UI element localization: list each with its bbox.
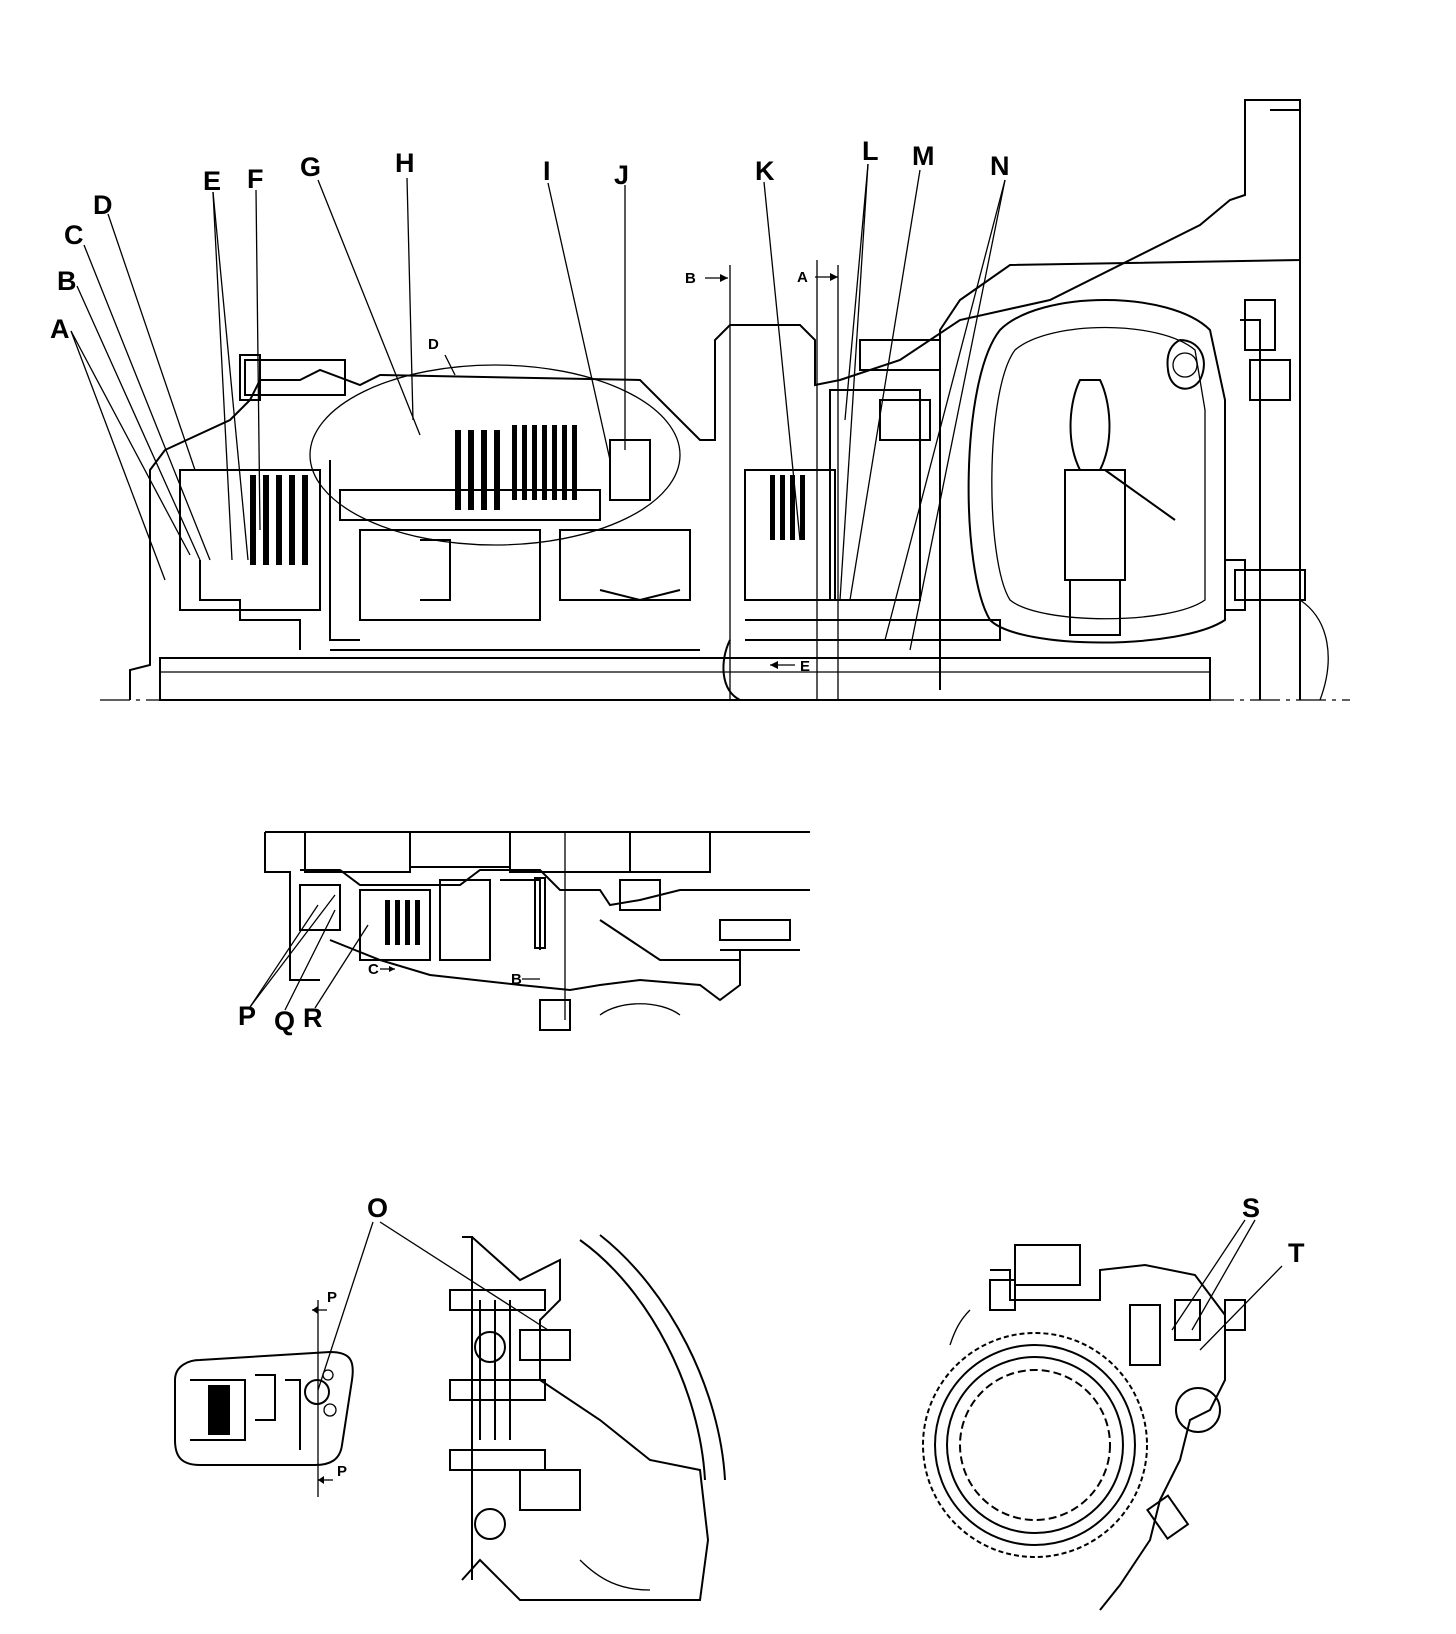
main-shaft [159,657,1211,701]
callout-r: R [303,1003,323,1033]
section-p-bottom-label: P [337,1463,347,1480]
bottom-right-detail [922,1219,1283,1611]
right-clutch-housing [744,469,836,601]
valve-plate [174,1350,354,1466]
callout-s: S [1242,1193,1260,1223]
section-p-top-label: P [327,1289,337,1306]
left-clutch-housing [179,469,321,611]
center-clutch-plates [455,425,577,510]
callout-a: A [50,314,70,344]
callout-t: T [1288,1238,1305,1268]
callout-c: C [64,220,84,250]
bottom-left-detail [174,1221,726,1601]
callout-o: O [367,1193,388,1223]
callout-b: B [57,266,77,296]
callout-j: J [614,160,629,190]
callout-p: P [238,1001,256,1031]
callout-q: Q [274,1006,295,1036]
left-clutch-plates [250,475,308,565]
main-leader-lines [70,163,1006,669]
callout-d: D [93,190,113,220]
section-c-label: C [368,961,379,978]
section-b-mid-label: B [511,971,522,988]
middle-callouts: P Q R C B [238,961,522,1036]
callout-g: G [300,152,321,182]
callout-n: N [990,151,1010,181]
bottom-right-housing [990,1263,1226,1611]
callout-f: F [247,164,264,194]
callout-i: I [543,156,551,186]
right-clutch-plates [770,475,805,540]
bottom-left-callouts: O P P [327,1193,388,1480]
d-bubble [309,364,681,546]
main-callouts: A B C D E F G H I J K L M N D B A E [50,136,1010,675]
middle-cross-section [249,831,810,1031]
main-cross-section [100,99,1350,701]
valve-body [461,1236,710,1601]
callout-k: K [755,156,775,186]
callout-l: L [862,136,879,166]
callout-h: H [395,148,415,178]
callout-e: E [203,166,221,196]
gear-inner-spline [959,1369,1111,1521]
section-a-label: A [797,269,808,286]
bottom-right-callouts: S T [1242,1193,1305,1268]
torque-converter [967,299,1226,644]
callout-m: M [912,141,935,171]
housing-outline [129,99,1301,700]
bell-housing [939,109,1301,690]
d-bubble-label: D [428,336,439,353]
section-e-label: E [800,658,810,675]
gear-outer-ring [922,1332,1148,1558]
middle-clutch-plates [385,900,420,945]
section-b-label: B [685,270,696,287]
